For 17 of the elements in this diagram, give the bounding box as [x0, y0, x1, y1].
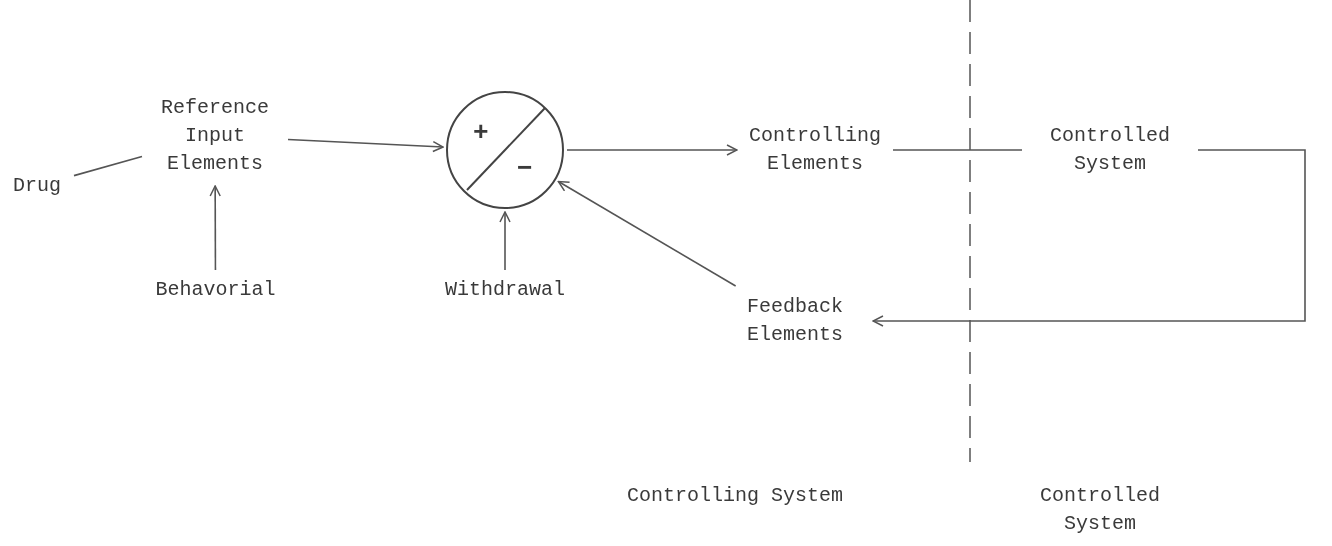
arrow [872, 149, 1306, 327]
arrow [499, 211, 511, 271]
arrow [287, 138, 444, 153]
node-label: Reference Input Elements [160, 95, 270, 177]
arrow [557, 180, 737, 287]
node-label: Controlling Elements [748, 123, 882, 177]
arrow [209, 185, 221, 271]
minus-sign: − [517, 156, 533, 182]
plus-sign: + [473, 120, 489, 146]
arrow [566, 144, 738, 156]
node-label: Drug [13, 173, 61, 199]
node-label: Behavorial [155, 277, 276, 303]
region-label: Controlled System [1039, 483, 1161, 537]
node-label: Withdrawal [445, 277, 565, 303]
node-label: Controlled System [1049, 123, 1171, 177]
region-label: Controlling System [625, 483, 844, 509]
node-label: Feedback Elements [746, 294, 844, 348]
